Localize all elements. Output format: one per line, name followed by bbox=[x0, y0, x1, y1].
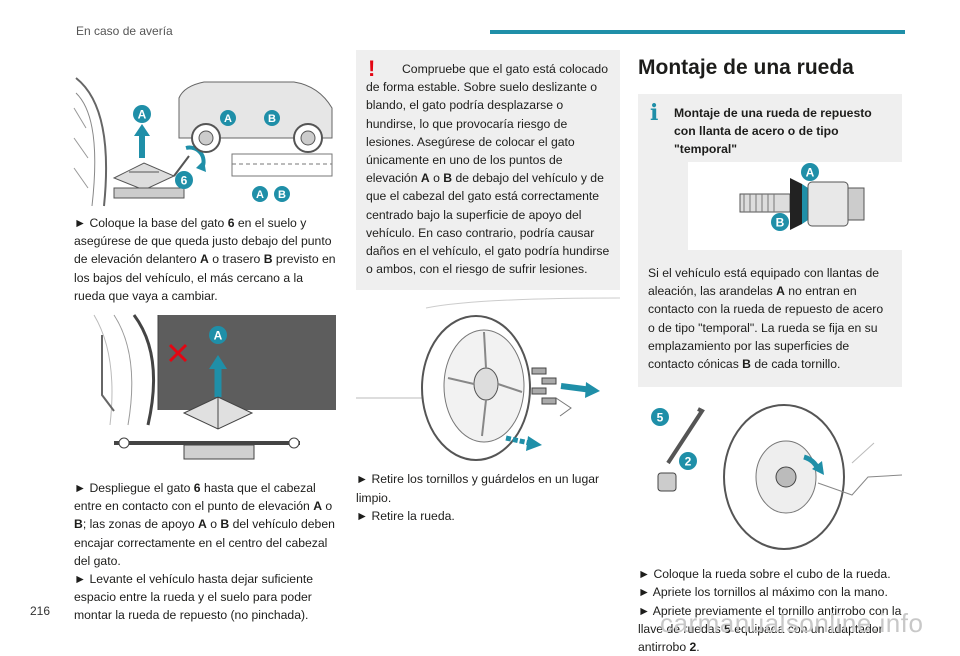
label-a: A bbox=[138, 108, 147, 122]
instruction-hand-tighten: ► Apriete los tornillos al máximo con la… bbox=[638, 585, 888, 600]
column-2: ! Compruebe que el gato está colocado de… bbox=[356, 50, 621, 525]
column-1: A 6 A B A B ► Coloque la base del gato 6… bbox=[73, 68, 336, 625]
instruction-extend-jack: ► Despliegue el gato 6 hasta que el cabe… bbox=[74, 481, 335, 568]
section-title: Montaje de una rueda bbox=[638, 56, 854, 79]
info-title: Montaje de una rueda de repuesto con lla… bbox=[674, 106, 872, 156]
label-b-car: B bbox=[268, 113, 276, 125]
label-b-sill: B bbox=[278, 189, 286, 201]
warning-text: Compruebe que el gato está colocado de f… bbox=[366, 62, 610, 277]
instruction-place-jack: ► Coloque la base del gato 6 en el suelo… bbox=[74, 216, 336, 303]
label-a-washer: A bbox=[806, 166, 815, 180]
washer-drawing: A B bbox=[739, 163, 865, 231]
washer-illustration: A B bbox=[688, 162, 902, 250]
remove-wheel-drawing bbox=[356, 297, 621, 462]
info-text: Si el vehículo está equipado con llantas… bbox=[648, 266, 884, 372]
info-icon: i bbox=[650, 100, 659, 126]
page-number: 216 bbox=[30, 604, 51, 618]
remove-wheel-illustration bbox=[356, 297, 621, 462]
warning-box: ! Compruebe que el gato está colocado de… bbox=[356, 50, 620, 291]
label-a-car: A bbox=[224, 113, 232, 125]
header-accent-bar bbox=[490, 30, 905, 34]
label-b-cone: B bbox=[776, 216, 785, 230]
jack-raise-drawing: A bbox=[93, 314, 336, 460]
header-section: En caso de avería bbox=[76, 24, 173, 38]
jack-placement-illustration: A 6 A B A B bbox=[73, 68, 336, 207]
info-box: i Montaje de una rueda de repuesto con l… bbox=[638, 94, 902, 388]
instruction-place-wheel: ► Coloque la rueda sobre el cubo de la r… bbox=[638, 567, 891, 582]
mount-wheel-illustration: 5 2 bbox=[638, 403, 903, 554]
watermark: carmanualsonline.info bbox=[660, 608, 924, 638]
label-a-raise: A bbox=[214, 329, 223, 343]
instruction-remove-bolts: ► Retire los tornillos y guárdelos en un… bbox=[356, 472, 600, 505]
instruction-lift-vehicle: ► Levante el vehículo hasta dejar sufici… bbox=[74, 572, 314, 623]
instruction-remove-wheel: ► Retire la rueda. bbox=[356, 508, 455, 523]
mount-wheel-drawing: 5 2 bbox=[651, 404, 903, 551]
jack-raise-illustration: A bbox=[74, 314, 336, 466]
label-5: 5 bbox=[657, 411, 664, 425]
label-2: 2 bbox=[685, 455, 692, 469]
column-3: Montaje de una rueda i Montaje de una ru… bbox=[638, 56, 903, 656]
label-6: 6 bbox=[181, 174, 188, 188]
label-a-sill: A bbox=[256, 189, 264, 201]
instruction-antitheft-bolt: ► Apriete previamente el tornillo antirr… bbox=[638, 603, 902, 655]
jack-placement-drawing: A 6 A B A B bbox=[73, 77, 333, 207]
warning-icon: ! bbox=[368, 56, 376, 81]
